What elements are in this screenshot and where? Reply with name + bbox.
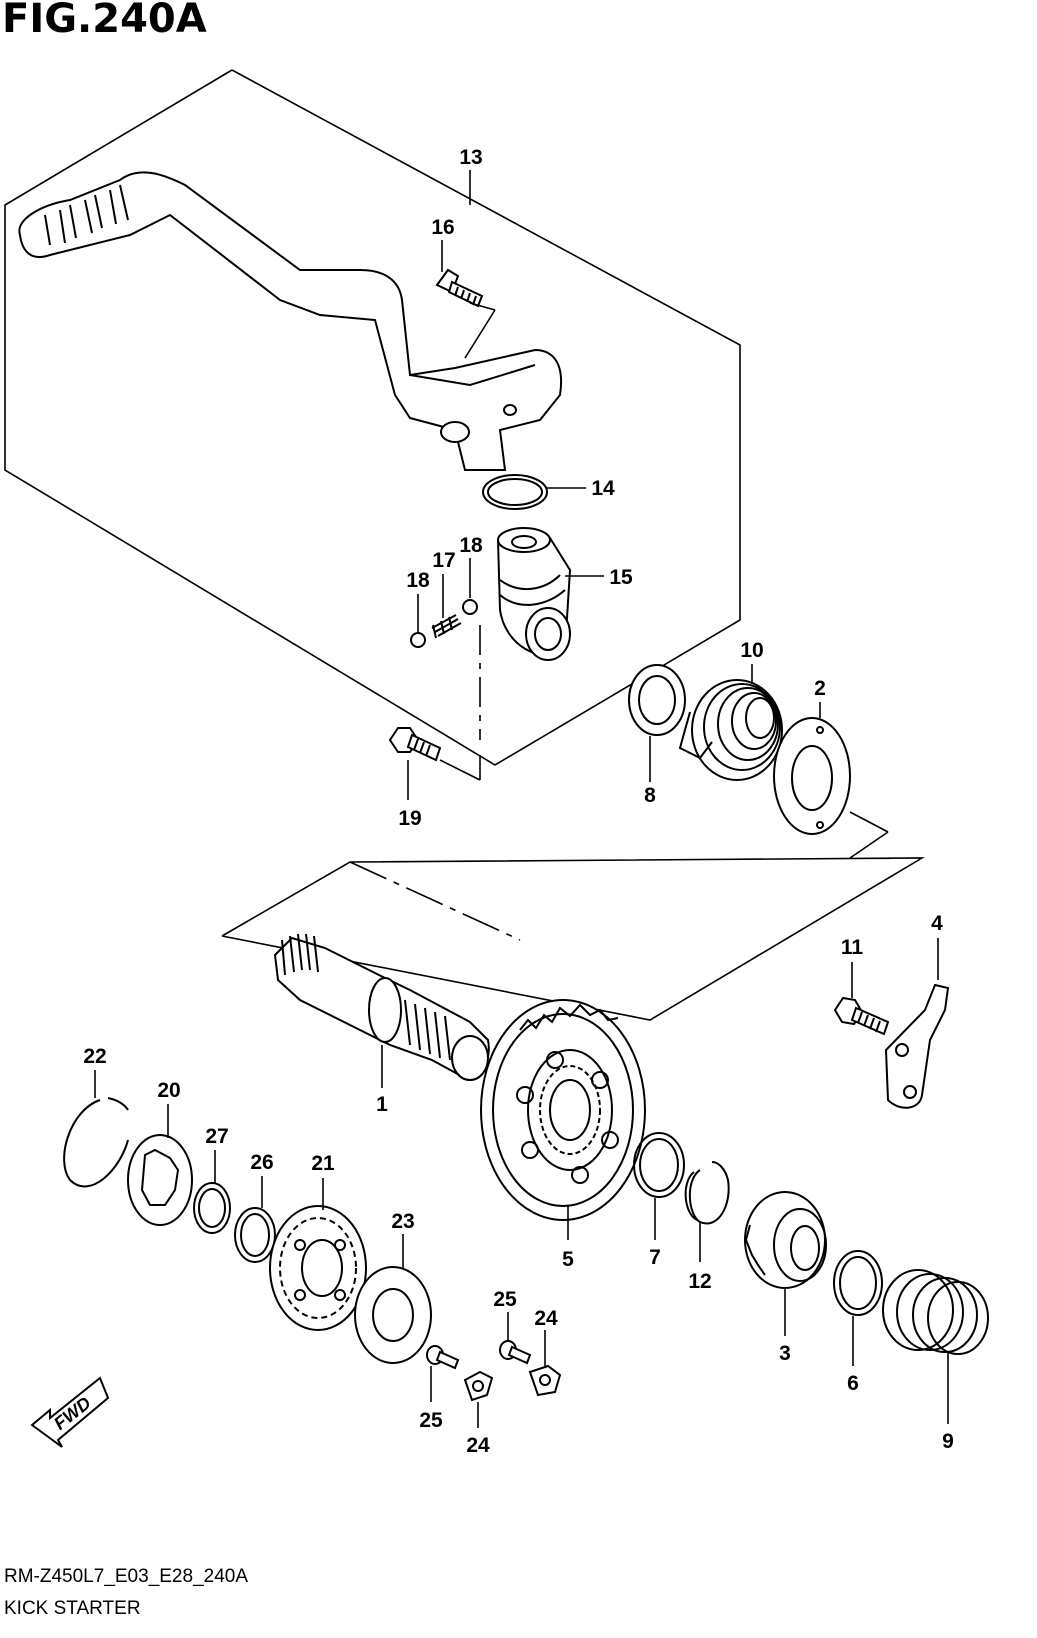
callout-22: 22 xyxy=(83,1045,106,1068)
callout-8: 8 xyxy=(644,784,656,807)
callout-15: 15 xyxy=(609,566,633,589)
screw-25-a xyxy=(426,1345,460,1370)
callout-7: 7 xyxy=(649,1246,661,1269)
callout-21: 21 xyxy=(311,1152,335,1175)
screw-25-b xyxy=(499,1340,532,1365)
bolt-11 xyxy=(833,996,890,1036)
callout-24-left: 24 xyxy=(466,1434,490,1457)
washer-6 xyxy=(833,1250,883,1316)
kick-boss-15 xyxy=(496,527,572,661)
callout-25-left: 25 xyxy=(419,1409,443,1432)
ball-18-b xyxy=(462,599,478,615)
callout-16: 16 xyxy=(431,216,454,239)
callout-12: 12 xyxy=(688,1270,711,1293)
kick-lever xyxy=(18,171,563,471)
callout-11: 11 xyxy=(841,936,864,959)
callout-23: 23 xyxy=(391,1210,414,1233)
ratchet-plate-20 xyxy=(127,1134,193,1226)
circlip-12 xyxy=(684,1161,730,1225)
callout-26: 26 xyxy=(250,1151,273,1174)
callout-4: 4 xyxy=(931,912,943,935)
callout-27: 27 xyxy=(205,1125,228,1148)
callout-9: 9 xyxy=(942,1430,954,1453)
callout-25-right: 25 xyxy=(493,1288,517,1311)
callout-6: 6 xyxy=(847,1372,859,1395)
kick-drive-gear-3 xyxy=(744,1191,827,1289)
bolt-16 xyxy=(435,268,496,359)
washer-24-a xyxy=(463,1370,494,1402)
callout-13: 13 xyxy=(459,146,482,169)
kick-gear-5 xyxy=(480,999,646,1221)
callout-1: 1 xyxy=(376,1093,388,1116)
fwd-arrow: FWD xyxy=(30,1376,110,1448)
section-name: KICK STARTER xyxy=(4,1598,141,1619)
spring-17 xyxy=(431,614,462,639)
callout-18-lower: 18 xyxy=(406,569,430,592)
shaft-group-outline xyxy=(221,857,925,1021)
circlip-27 xyxy=(193,1182,231,1234)
ball-18-a xyxy=(410,632,426,648)
spring-guide-2 xyxy=(773,717,851,835)
leader-lines xyxy=(94,170,949,1428)
idle-gear-21 xyxy=(269,1205,367,1331)
callout-20: 20 xyxy=(157,1079,180,1102)
spring-9 xyxy=(882,1269,989,1355)
washer-26 xyxy=(234,1207,276,1263)
lever-group-outline xyxy=(4,69,741,766)
callout-2: 2 xyxy=(814,677,826,700)
kick-spring-10 xyxy=(678,679,783,781)
washer-23 xyxy=(354,1266,432,1364)
washer-24-b xyxy=(528,1364,562,1397)
callout-18-upper: 18 xyxy=(459,534,483,557)
seal-8 xyxy=(628,664,686,736)
kick-shaft-1 xyxy=(273,933,490,1081)
callout-10: 10 xyxy=(740,639,763,662)
callout-3: 3 xyxy=(779,1342,791,1365)
bolt-19 xyxy=(388,727,481,781)
o-ring-14 xyxy=(482,474,548,510)
callout-14: 14 xyxy=(591,477,615,500)
circlip-22 xyxy=(63,1097,129,1188)
figure-title: FIG.240A xyxy=(2,0,207,42)
callout-24-right: 24 xyxy=(534,1307,558,1330)
model-code: RM-Z450L7_E03_E28_240A xyxy=(4,1566,249,1587)
callout-17: 17 xyxy=(432,549,455,572)
callout-5: 5 xyxy=(562,1248,574,1271)
guide-plate-4 xyxy=(884,983,950,1109)
callout-19: 19 xyxy=(398,807,421,830)
washer-7 xyxy=(633,1132,685,1198)
